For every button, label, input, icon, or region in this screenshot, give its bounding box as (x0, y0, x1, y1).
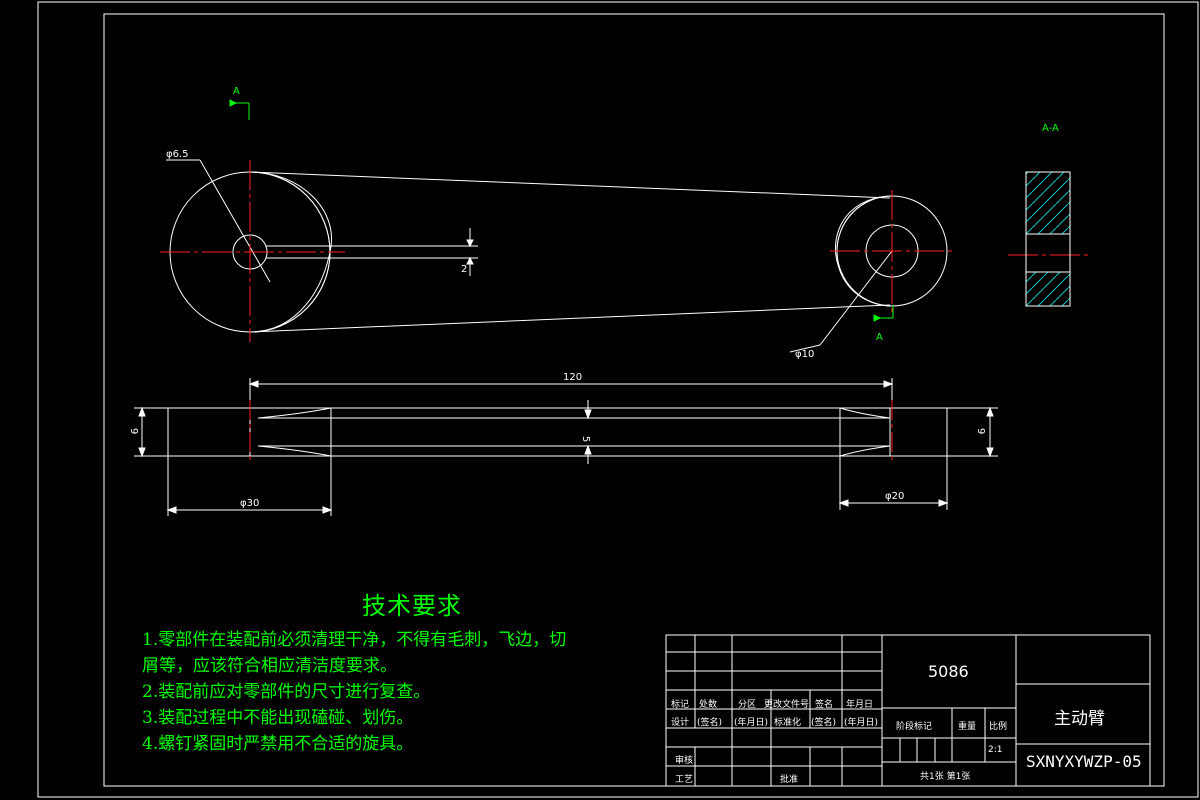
tech-line: 2.装配前应对零部件的尺寸进行复查。 (142, 682, 431, 702)
tb-scale-value: 2:1 (988, 745, 1003, 755)
tech-line: 屑等，应该符合相应清洁度要求。 (142, 656, 397, 676)
section-label-bottom: A (876, 332, 883, 343)
tb-design: 设计 (671, 718, 690, 728)
dim-left-boss: φ30 (240, 498, 259, 509)
tech-line: 4.螺钉紧固时严禁用不合适的旋具。 (142, 734, 414, 754)
tech-line: 1.零部件在装配前必须清理干净，不得有毛刺，飞边，切 (142, 630, 567, 650)
tb-zone: 分区 (738, 700, 757, 710)
tb-mark: 标记 (671, 700, 690, 710)
tb-process: 工艺 (675, 775, 694, 785)
tb-change-doc: 更改文件号 (764, 700, 810, 710)
dim-right-boss: φ20 (885, 491, 904, 502)
tb-drawing-number: SXNYXYWZP-05 (1026, 752, 1142, 771)
tb-part-name: 主动臂 (1054, 709, 1105, 729)
center-lines (160, 160, 1090, 342)
dim-thickness-left: 9 (128, 428, 139, 434)
dim-hole: φ6.5 (166, 149, 189, 160)
section-arrow-top (229, 99, 250, 120)
dim-thickness-right: 9 (975, 428, 986, 434)
tb-standard-date: (年月日) (844, 718, 879, 728)
section-label-top: A (233, 86, 240, 97)
tb-count: 处数 (699, 700, 718, 710)
section-view (1025, 171, 1071, 307)
tb-standard-sign: (签名) (811, 718, 837, 728)
dim-small-circle: φ10 (795, 349, 814, 360)
dim-length: 120 (563, 372, 582, 383)
tech-line: 3.装配过程中不能出现磕碰、划伤。 (142, 708, 414, 728)
tb-weight: 重量 (958, 722, 977, 732)
tb-standard: 标准化 (774, 718, 802, 728)
tb-date: 年月日 (846, 700, 874, 710)
section-arrow-bottom (873, 305, 894, 322)
technical-requirements: 技术要求 1.零部件在装配前必须清理干净，不得有毛刺，飞边，切 屑等，应该符合相… (142, 586, 662, 757)
tb-design-date: (年月日) (734, 718, 769, 728)
front-view (134, 378, 998, 516)
tb-sheets: 共1张 第1张 (920, 772, 971, 782)
tb-sign: 签名 (815, 700, 834, 710)
dim-slot: 2 (461, 264, 467, 275)
section-view-label: A-A (1042, 123, 1059, 134)
tb-stage: 阶段标记 (896, 722, 933, 732)
tb-review: 审核 (675, 756, 694, 766)
front-center-lines (249, 400, 893, 462)
tech-title: 技术要求 (362, 592, 462, 620)
title-block-grid (665, 634, 1151, 787)
tb-design-sign: (签名) (697, 718, 723, 728)
sheet-inner-border (103, 13, 1165, 787)
tb-code: 5086 (928, 662, 969, 681)
tb-scale: 比例 (989, 722, 1008, 732)
tb-approve: 批准 (780, 775, 799, 785)
sheet-outer-border (37, 1, 1199, 798)
top-view (166, 159, 948, 353)
dim-thickness-mid: 5 (580, 436, 591, 442)
